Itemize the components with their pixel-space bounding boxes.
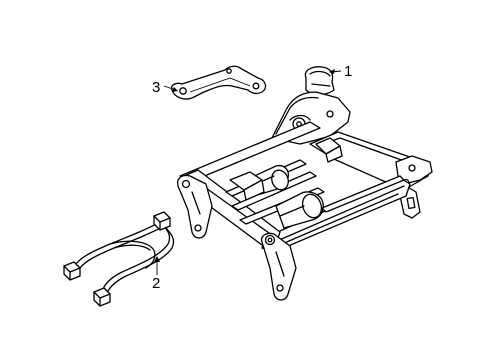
bracket-hole-right <box>252 82 260 90</box>
callout-3-number: 3 <box>152 79 160 96</box>
part-3-bracket <box>170 65 267 100</box>
part-1-seat-track-assembly <box>176 66 433 301</box>
callout-2: 2 <box>152 256 160 292</box>
callout-2-number: 2 <box>152 275 160 292</box>
callout-1-number: 1 <box>344 63 352 80</box>
callout-1: 1 <box>329 63 352 80</box>
part-2-wiring-harness <box>63 211 175 307</box>
bracket-hole-top <box>226 68 232 74</box>
callout-3: 3 <box>152 79 178 96</box>
bracket-hole-left <box>179 87 187 95</box>
